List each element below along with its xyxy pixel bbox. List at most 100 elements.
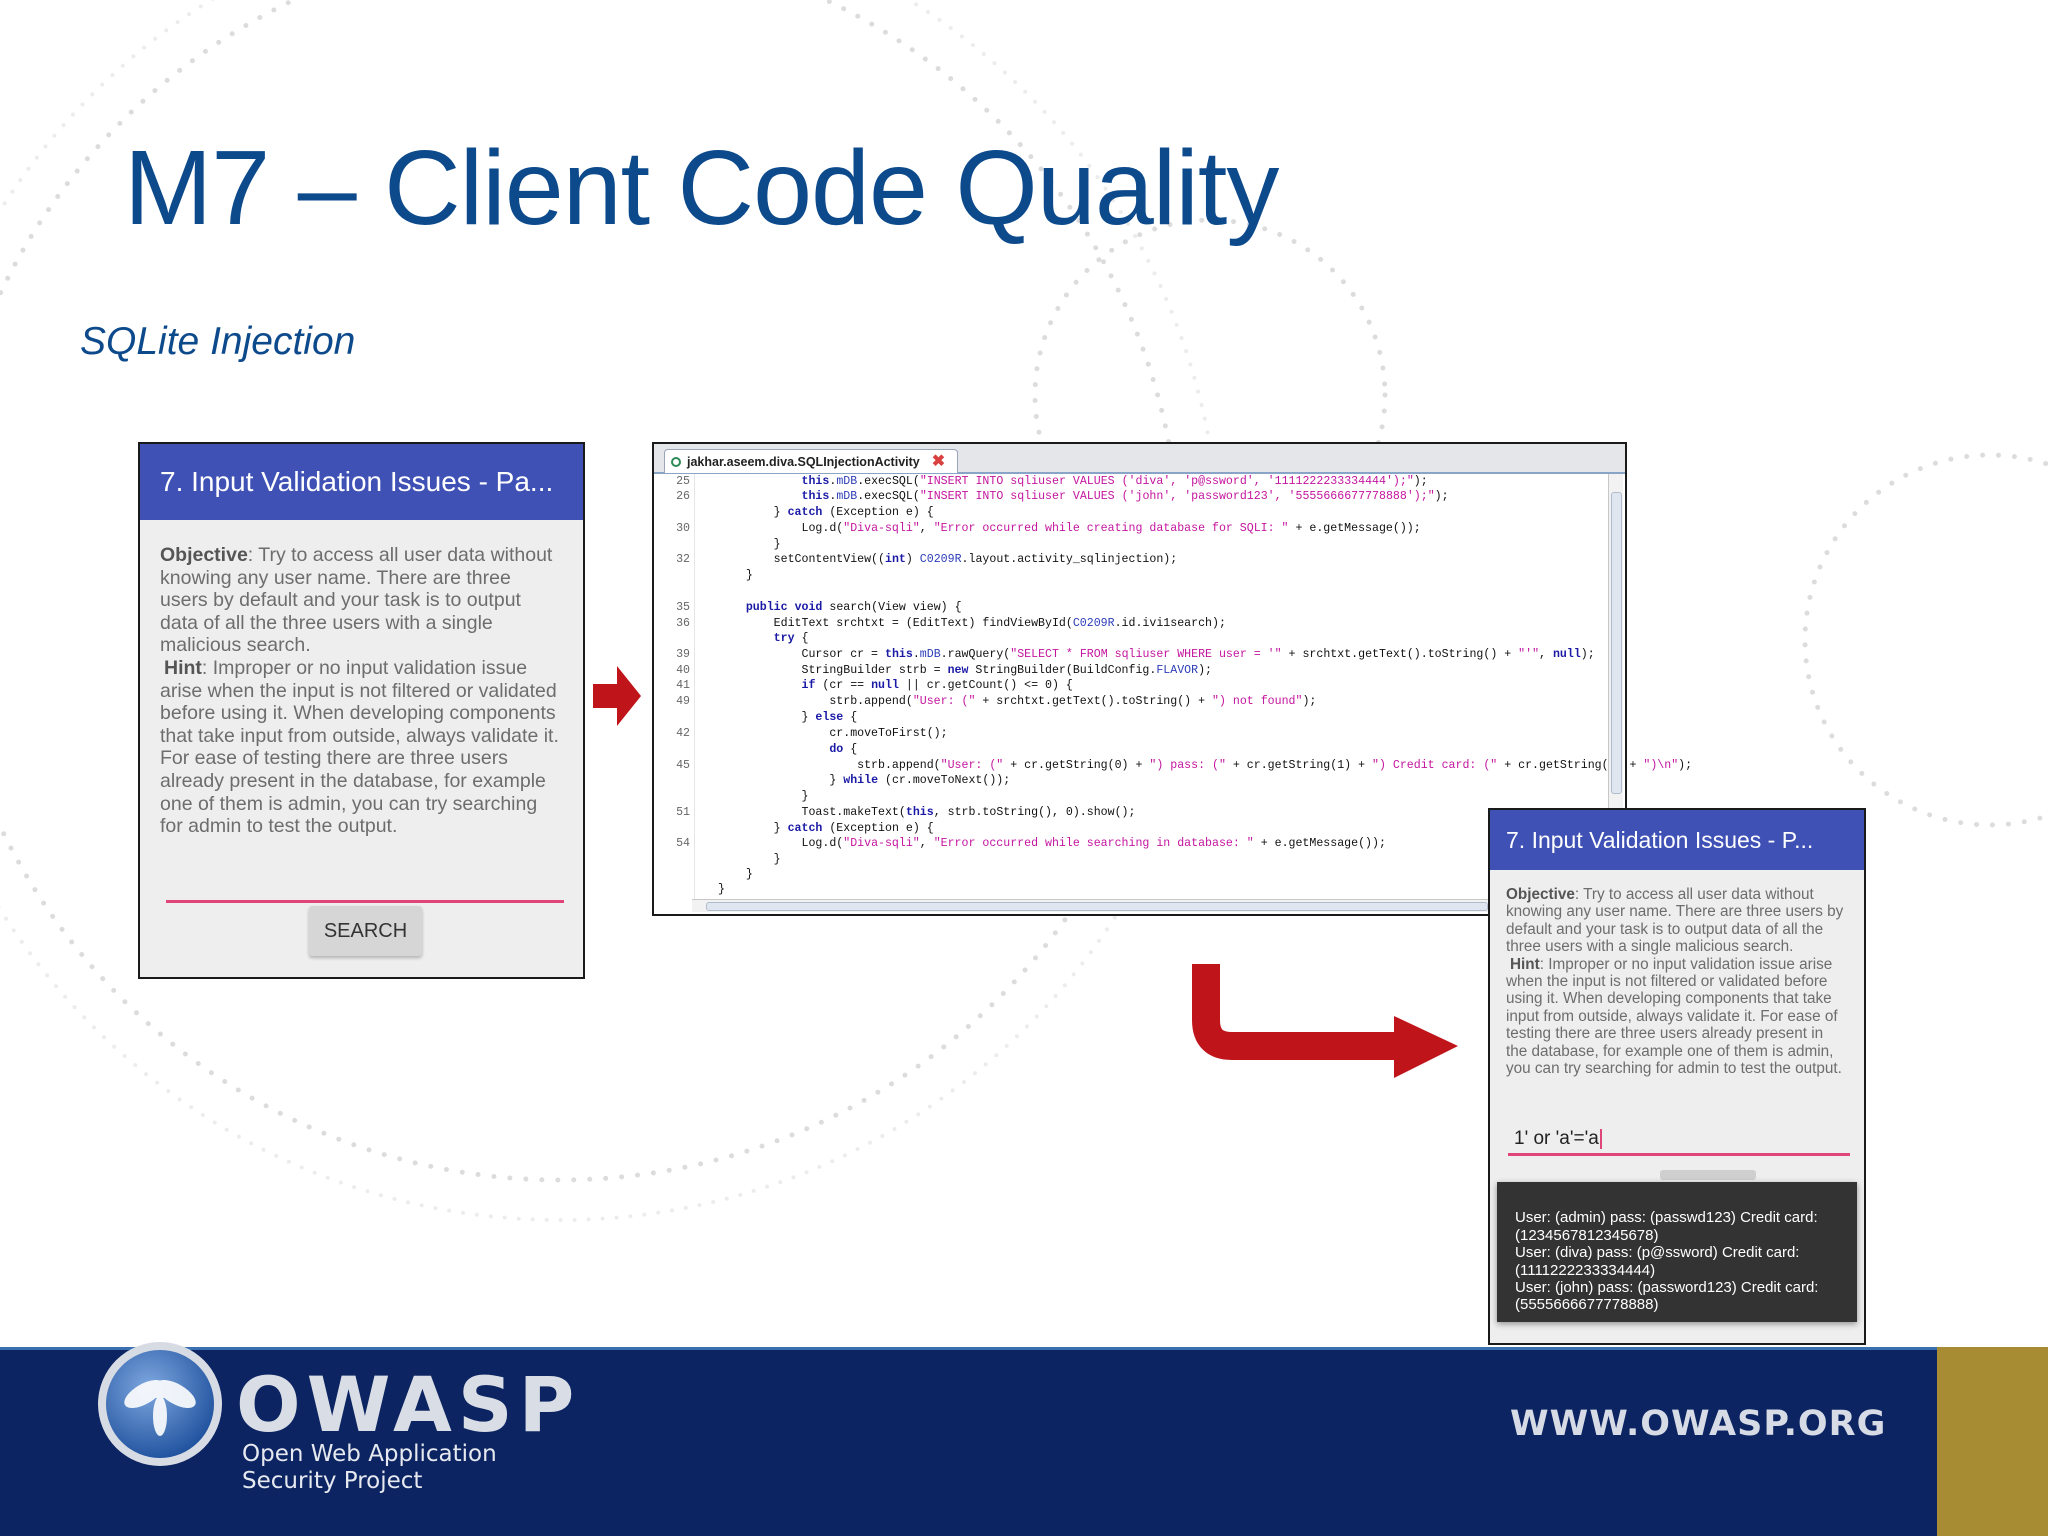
line-number: 32 — [676, 553, 690, 566]
code-line: 40 StringBuilder strb = new StringBuilde… — [654, 663, 1604, 678]
line-number: 35 — [676, 601, 690, 614]
phone-screen-before: 7. Input Validation Issues - Pa... Objec… — [138, 442, 585, 979]
code-line: } while (cr.moveToNext()); — [654, 773, 1604, 788]
line-number: 45 — [676, 759, 690, 772]
code-line: 32 setContentView((int) C0209R.layout.ac… — [654, 552, 1604, 567]
code-text: } catch (Exception e) { — [718, 506, 934, 519]
line-number: 54 — [676, 837, 690, 850]
code-line: 39 Cursor cr = this.mDB.rawQuery("SELECT… — [654, 647, 1604, 662]
code-line: 36 EditText srchtxt = (EditText) findVie… — [654, 616, 1604, 631]
code-text: } catch (Exception e) { — [718, 822, 934, 835]
result-toast: User: (admin) pass: (passwd123) Credit c… — [1497, 1182, 1857, 1322]
challenge-description: Objective: Try to access all user data w… — [140, 520, 583, 838]
editor-tab-title: jakhar.aseem.diva.SQLInjectionActivity — [687, 454, 920, 469]
text-cursor — [1599, 1128, 1602, 1149]
search-input[interactable] — [166, 883, 564, 903]
code-text: } — [718, 569, 753, 582]
code-line: 49 strb.append("User: (" + srchtxt.getTe… — [654, 694, 1604, 709]
objective-text: : Try to access all user data without kn… — [1506, 886, 1844, 956]
code-line: } — [654, 789, 1604, 804]
code-line: 51 Toast.makeText(this, strb.toString(),… — [654, 805, 1604, 820]
code-text: setContentView((int) C0209R.layout.activ… — [718, 553, 1178, 566]
code-line: } — [654, 852, 1604, 867]
code-text: cr.moveToFirst(); — [718, 727, 948, 740]
code-line: } — [654, 882, 1604, 897]
line-number: 40 — [676, 664, 690, 677]
hint-text: : Improper or no input validation issue … — [1506, 955, 1842, 1078]
code-line: } — [654, 537, 1604, 552]
toast-text: User: (admin) pass: (passwd123) Credit c… — [1515, 1209, 1819, 1314]
hint-label: Hint — [1510, 955, 1540, 973]
code-text: } — [718, 883, 725, 896]
slide-subtitle: SQLite Injection — [80, 320, 356, 363]
vertical-scrollbar[interactable] — [1608, 474, 1623, 900]
line-number: 39 — [676, 648, 690, 661]
code-line: } — [654, 568, 1604, 583]
code-line: 41 if (cr == null || cr.getCount() <= 0)… — [654, 678, 1604, 693]
code-text: Log.d("Diva-sqli", "Error occurred while… — [718, 837, 1386, 850]
code-line: 42 cr.moveToFirst(); — [654, 726, 1604, 741]
editor-tab-bar: jakhar.aseem.diva.SQLInjectionActivity ✖ — [654, 444, 1625, 474]
code-text: try { — [773, 632, 809, 645]
code-area: 25 this.mDB.execSQL("INSERT INTO sqliuse… — [654, 474, 1692, 902]
phone-screen-after: 7. Input Validation Issues - P... Object… — [1488, 808, 1866, 1345]
editor-tab[interactable]: jakhar.aseem.diva.SQLInjectionActivity ✖ — [664, 449, 959, 473]
line-number: 51 — [676, 806, 690, 819]
code-line: 25 this.mDB.execSQL("INSERT INTO sqliuse… — [654, 474, 1604, 489]
code-line: 30 Log.d("Diva-sqli", "Error occurred wh… — [654, 521, 1604, 536]
line-number: 41 — [676, 679, 690, 692]
objective-label: Objective — [160, 544, 248, 566]
code-text: EditText srchtxt = (EditText) findViewBy… — [718, 617, 1226, 630]
code-text: } else { — [718, 711, 858, 724]
code-text: } — [718, 868, 753, 881]
hint-label: Hint — [164, 656, 202, 679]
search-input[interactable]: 1' or 'a'='a — [1508, 1122, 1850, 1156]
line-number: 42 — [676, 727, 690, 740]
code-line: 45 strb.append("User: (" + cr.getString(… — [654, 758, 1692, 773]
code-line: } catch (Exception e) { — [654, 505, 1604, 520]
close-tab-icon[interactable]: ✖ — [931, 452, 946, 470]
code-text: Cursor cr = this.mDB.rawQuery("SELECT * … — [718, 648, 1595, 661]
code-text: public void search(View view) { — [745, 601, 962, 614]
code-line: try { — [654, 631, 1604, 646]
line-number: 49 — [676, 695, 690, 708]
bent-arrow-icon — [1192, 964, 1458, 1078]
owasp-tagline-1: Open Web Application — [242, 1441, 497, 1467]
code-line: 54 Log.d("Diva-sqli", "Error occurred wh… — [654, 836, 1604, 851]
code-text: do { — [829, 743, 858, 756]
code-line — [654, 584, 1604, 599]
code-text: } while (cr.moveToNext()); — [718, 774, 1011, 787]
code-line: do { — [654, 742, 1604, 757]
owasp-url[interactable]: WWW.OWASP.ORG — [1510, 1404, 1887, 1444]
search-button[interactable]: SEARCH — [309, 906, 422, 956]
code-line: } catch (Exception e) { — [654, 821, 1604, 836]
code-text: strb.append("User: (" + srchtxt.getText(… — [718, 695, 1317, 708]
owasp-tagline-2: Security Project — [242, 1468, 423, 1494]
line-number: 25 — [676, 475, 690, 488]
challenge-description: Objective: Try to access all user data w… — [1490, 870, 1864, 1077]
gutter-divider — [694, 474, 695, 902]
code-text: } — [718, 790, 809, 803]
code-text: StringBuilder strb = new StringBuilder(B… — [718, 664, 1212, 677]
code-text: } — [718, 538, 781, 551]
code-line: } — [654, 867, 1604, 882]
code-line: } else { — [654, 710, 1604, 725]
owasp-wordmark: OWASP — [236, 1360, 581, 1449]
horizontal-scrollbar[interactable] — [692, 899, 1592, 912]
footer-bar — [0, 1347, 2048, 1536]
app-bar: 7. Input Validation Issues - P... — [1490, 810, 1864, 870]
app-bar-title: 7. Input Validation Issues - P... — [1506, 826, 1814, 853]
code-text: if (cr == null || cr.getCount() <= 0) { — [801, 679, 1073, 692]
slide-title: M7 – Client Code Quality — [124, 129, 1279, 247]
hint-text: : Improper or no input validation issue … — [160, 656, 559, 838]
search-button[interactable] — [1660, 1170, 1756, 1180]
code-line: 35 public void search(View view) { — [654, 600, 1604, 615]
code-line: 26 this.mDB.execSQL("INSERT INTO sqliuse… — [654, 489, 1604, 504]
objective-text: : Try to access all user data without kn… — [160, 544, 553, 657]
code-text: this.mDB.execSQL("INSERT INTO sqliuser V… — [801, 490, 1449, 503]
line-number: 30 — [676, 522, 690, 535]
line-number: 36 — [676, 617, 690, 630]
code-editor: jakhar.aseem.diva.SQLInjectionActivity ✖… — [652, 442, 1692, 916]
line-number: 26 — [676, 490, 690, 503]
app-bar-title: 7. Input Validation Issues - Pa... — [160, 466, 554, 497]
